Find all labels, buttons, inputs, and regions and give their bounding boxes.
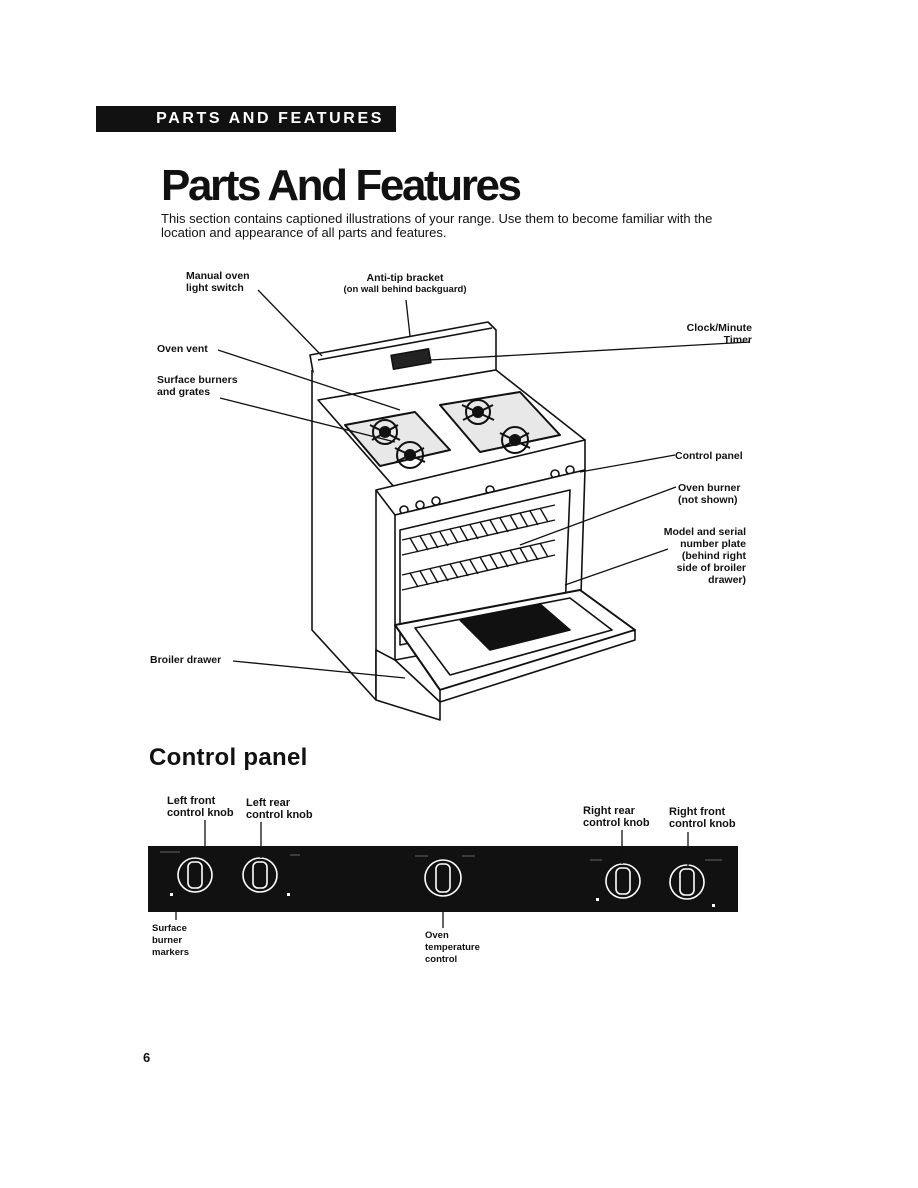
right-burner-grates	[439, 391, 561, 454]
range-side	[311, 370, 377, 701]
intro-paragraph: This section contains captioned illustra…	[161, 211, 713, 240]
label-right-front-knob: Right front control knob	[669, 806, 736, 830]
label-oven-burner: Oven burner (not shown)	[678, 482, 741, 506]
section-tab: PARTS AND FEATURES	[96, 106, 396, 132]
label-oven-vent: Oven vent	[157, 343, 208, 355]
label-left-front-knob: Left front control knob	[167, 795, 234, 819]
left-burner-grates	[344, 411, 451, 469]
control-panel-title: Control panel	[149, 744, 308, 771]
label-oven-temperature-control: Oven temperature control	[425, 930, 480, 965]
label-surface-burner-markers: Surface burner markers	[152, 923, 189, 958]
label-manual-oven-light-switch: Manual oven light switch	[186, 270, 250, 294]
page-title: Parts And Features	[161, 161, 522, 210]
label-surface-burners: Surface burners and grates	[157, 374, 238, 398]
oven-racks	[401, 504, 556, 591]
label-broiler-drawer: Broiler drawer	[150, 654, 222, 666]
label-clock-timer: Clock/Minute Timer	[686, 322, 752, 346]
clock-display	[390, 348, 432, 370]
label-right-rear-knob: Right rear control knob	[583, 805, 650, 829]
label-control-panel: Control panel	[675, 450, 743, 462]
broiler-drawer-shape	[375, 649, 441, 721]
label-anti-tip-bracket: Anti-tip bracket (on wall behind backgua…	[343, 272, 467, 295]
page-number: 6	[143, 1050, 151, 1065]
label-left-rear-knob: Left rear control knob	[246, 797, 313, 821]
door-window	[459, 603, 571, 651]
label-model-serial-plate: Model and serial number plate (behind ri…	[663, 526, 746, 586]
